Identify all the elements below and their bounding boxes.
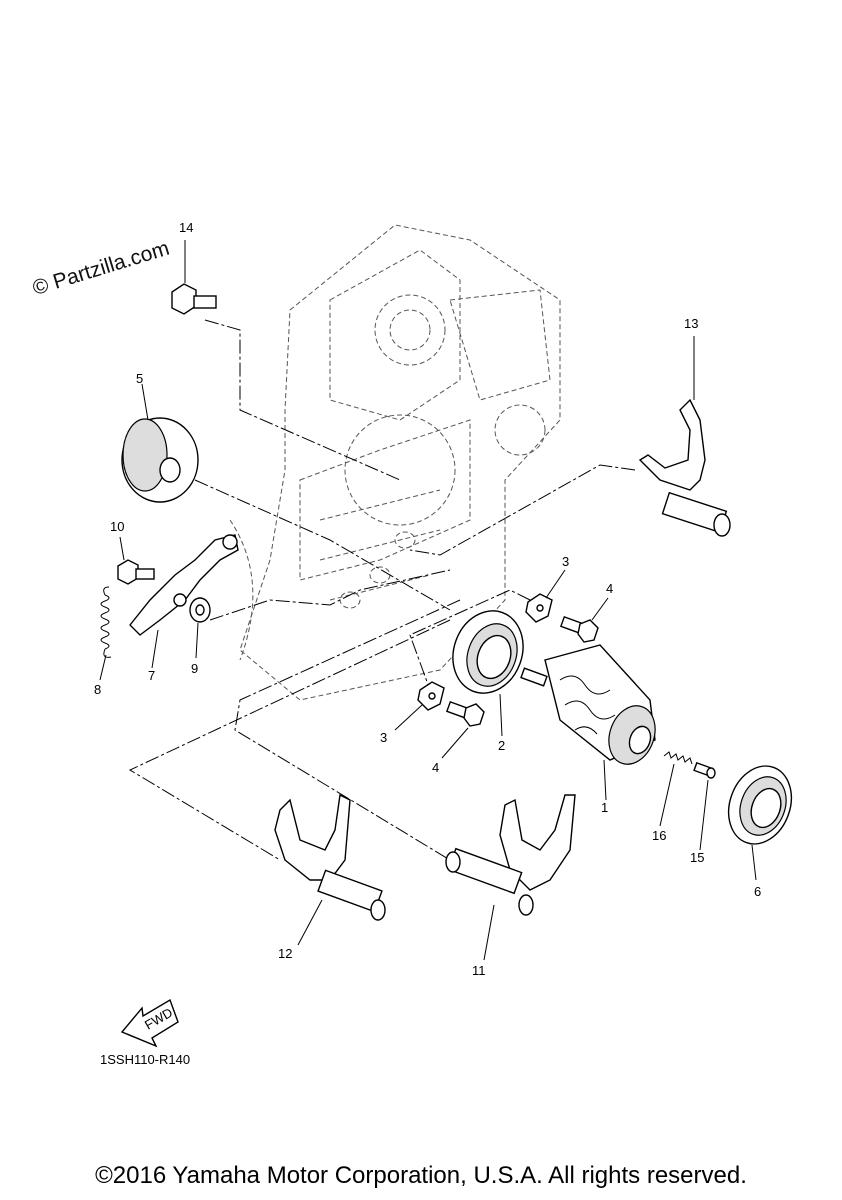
callout-15: 15	[690, 850, 704, 865]
part-4-bolt-lower	[441, 700, 485, 759]
part-5-segment	[121, 383, 199, 503]
callout-16: 16	[652, 828, 666, 843]
callout-13: 13	[684, 316, 698, 331]
callout-4-upper: 4	[606, 581, 613, 596]
fwd-arrow-icon: FWD	[120, 998, 179, 1048]
part-11-shift-fork	[445, 794, 576, 961]
callout-14: 14	[179, 220, 193, 235]
part-4-bolt-upper	[559, 597, 609, 643]
part-2-bearing	[452, 610, 524, 737]
part-12-shift-fork	[274, 793, 386, 946]
callout-11: 11	[472, 963, 486, 978]
part-1-shift-drum	[520, 644, 656, 801]
part-16-spring	[659, 751, 693, 827]
part-6-bearing	[727, 765, 793, 881]
diagram-code: 1SSH110-R140	[100, 1052, 191, 1067]
callout-10: 10	[110, 519, 124, 534]
part-3-plate-upper	[525, 569, 566, 623]
part-15-pin	[693, 761, 716, 851]
callout-2: 2	[498, 738, 505, 753]
part-10-bolt	[117, 536, 155, 585]
callout-6: 6	[754, 884, 761, 899]
callout-4-lower: 4	[432, 760, 439, 775]
part-7-stopper-lever	[129, 534, 239, 669]
callout-labels: 14 13 5 10 3 4 7 9 8 3 2 4 1 16 15 6 12 …	[94, 220, 761, 978]
part-9-washer	[189, 597, 211, 659]
callout-5: 5	[136, 371, 143, 386]
part-3-plate-lower	[394, 681, 445, 731]
part-14-bolt	[171, 240, 217, 315]
callout-3-lower: 3	[380, 730, 387, 745]
callout-3-upper: 3	[562, 554, 569, 569]
assembly-lines	[128, 319, 636, 861]
callout-12: 12	[278, 946, 292, 961]
callout-7: 7	[148, 668, 155, 683]
callout-8: 8	[94, 682, 101, 697]
callout-9: 9	[191, 661, 198, 676]
part-13-shift-fork	[638, 336, 731, 537]
part-8-spring	[99, 586, 112, 681]
callout-1: 1	[601, 800, 608, 815]
copyright-notice: ©2016 Yamaha Motor Corporation, U.S.A. A…	[95, 1162, 747, 1189]
